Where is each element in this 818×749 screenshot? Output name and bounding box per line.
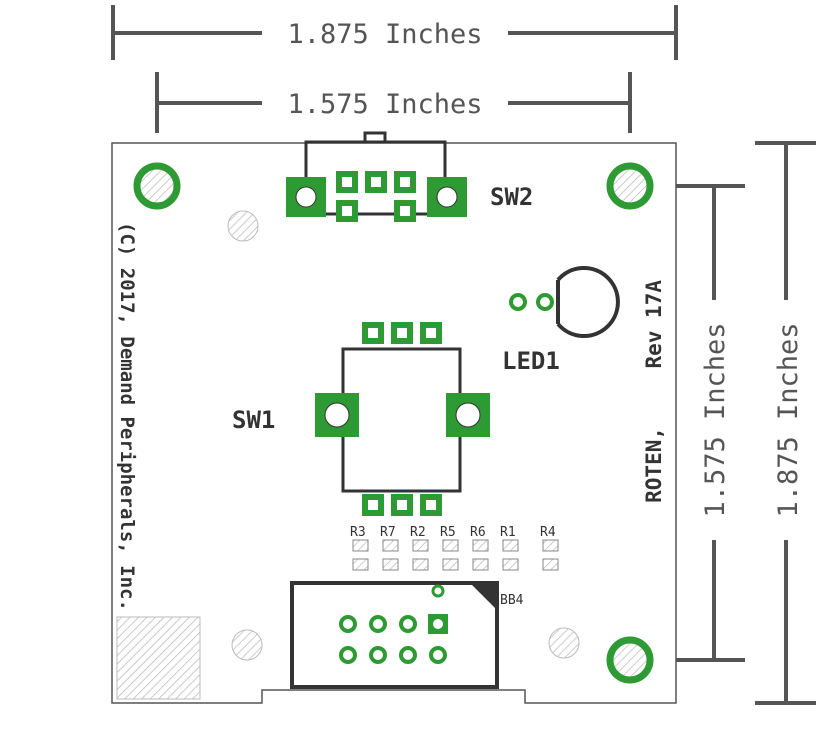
bb4-pad	[399, 646, 417, 664]
resistor-pad	[542, 539, 559, 552]
bb4-pad	[369, 646, 387, 664]
led1-pad	[536, 293, 554, 311]
bb4-pad	[429, 646, 447, 664]
unplated-hole	[227, 210, 259, 242]
mounting-hole-top-right	[606, 162, 654, 210]
outer-height-label: 1.875 Inches	[773, 322, 804, 517]
resistor-pad	[472, 539, 489, 552]
mounting-hole-top-left	[133, 162, 181, 210]
bb4-pin1-marker	[470, 583, 497, 610]
sw2-pad-hole	[342, 177, 352, 187]
sw1-encoder	[315, 322, 490, 516]
resistor-pad	[352, 539, 369, 552]
bb4-pad	[339, 615, 357, 633]
resistor-pad	[412, 539, 429, 552]
bb4-pad	[399, 615, 417, 633]
led1-component	[509, 266, 620, 338]
resistor-pad	[442, 539, 459, 552]
outer-width-label: 1.875 Inches	[287, 19, 482, 50]
sw1-pad-hole	[368, 500, 378, 510]
sw1-pad-hole	[455, 402, 481, 428]
resistor-pad	[382, 558, 399, 571]
keepout-area	[116, 616, 201, 700]
copyright-text: (C) 2017, Demand Peripherals, Inc.	[116, 222, 138, 611]
sw1-pad-hole	[324, 402, 350, 428]
resistor-pad	[502, 558, 519, 571]
dimension-hole-height: 1.575 Inches	[655, 184, 745, 662]
board-outline	[111, 142, 677, 704]
resistor-pad	[502, 539, 519, 552]
sw1-pad-hole	[397, 500, 407, 510]
unplated-hole	[231, 629, 263, 661]
resistor-label-r6: R6	[470, 525, 486, 540]
rev-text: Rev 17A	[642, 280, 666, 369]
sw2-label: SW2	[490, 183, 533, 211]
led1-pad	[509, 293, 527, 311]
sw2-pad-hole	[342, 206, 352, 216]
resistor-label-r4: R4	[540, 525, 556, 540]
resistor-label-r1: R1	[500, 525, 516, 540]
roten-text: ROTEN,	[642, 427, 666, 503]
sw2-pad-hole	[371, 177, 381, 187]
sw2-switch	[286, 131, 467, 222]
hole-height-label: 1.575 Inches	[700, 322, 731, 517]
led1-outline	[556, 266, 620, 338]
bb4-pad-hole	[433, 619, 443, 629]
sw1-pad-hole	[426, 500, 436, 510]
sw1-label: SW1	[232, 406, 275, 434]
bb4-label: BB4	[500, 593, 524, 608]
sw2-pad-hole	[400, 177, 410, 187]
resistor-pad	[352, 558, 369, 571]
mounting-hole-bottom-right	[606, 636, 654, 684]
resistor-pad	[442, 558, 459, 571]
bb4-alignment-pad	[431, 584, 445, 598]
sw1-pad-hole	[426, 328, 436, 338]
resistor-label-r2: R2	[410, 525, 426, 540]
resistor-label-r3: R3	[350, 525, 366, 540]
resistor-label-r5: R5	[440, 525, 456, 540]
sw1-pad-hole	[368, 328, 378, 338]
resistor-pad	[412, 558, 429, 571]
unplated-holes	[227, 210, 580, 661]
resistor-label-r7: R7	[380, 525, 396, 540]
hole-width-label: 1.575 Inches	[287, 89, 482, 120]
resistor-pad	[382, 539, 399, 552]
bb4-pad	[369, 615, 387, 633]
bb4-pad	[339, 646, 357, 664]
dimension-hole-width: 1.575 Inches	[155, 72, 632, 133]
sw1-pad-hole	[397, 328, 407, 338]
resistor-array: R3 R7 R2 R5 R6 R1 R4	[350, 525, 559, 571]
led1-label: LED1	[502, 347, 560, 375]
resistor-pad	[472, 558, 489, 571]
bb4-body	[290, 581, 499, 689]
sw2-pad-hole	[400, 206, 410, 216]
sw2-pad-hole	[295, 186, 317, 208]
sw2-pad-hole	[436, 186, 458, 208]
unplated-hole	[548, 627, 580, 659]
bb4-connector	[290, 581, 499, 689]
dimension-outer-width: 1.875 Inches	[111, 5, 678, 60]
resistor-pad	[542, 558, 559, 571]
dimension-outer-height: 1.875 Inches	[755, 141, 816, 705]
